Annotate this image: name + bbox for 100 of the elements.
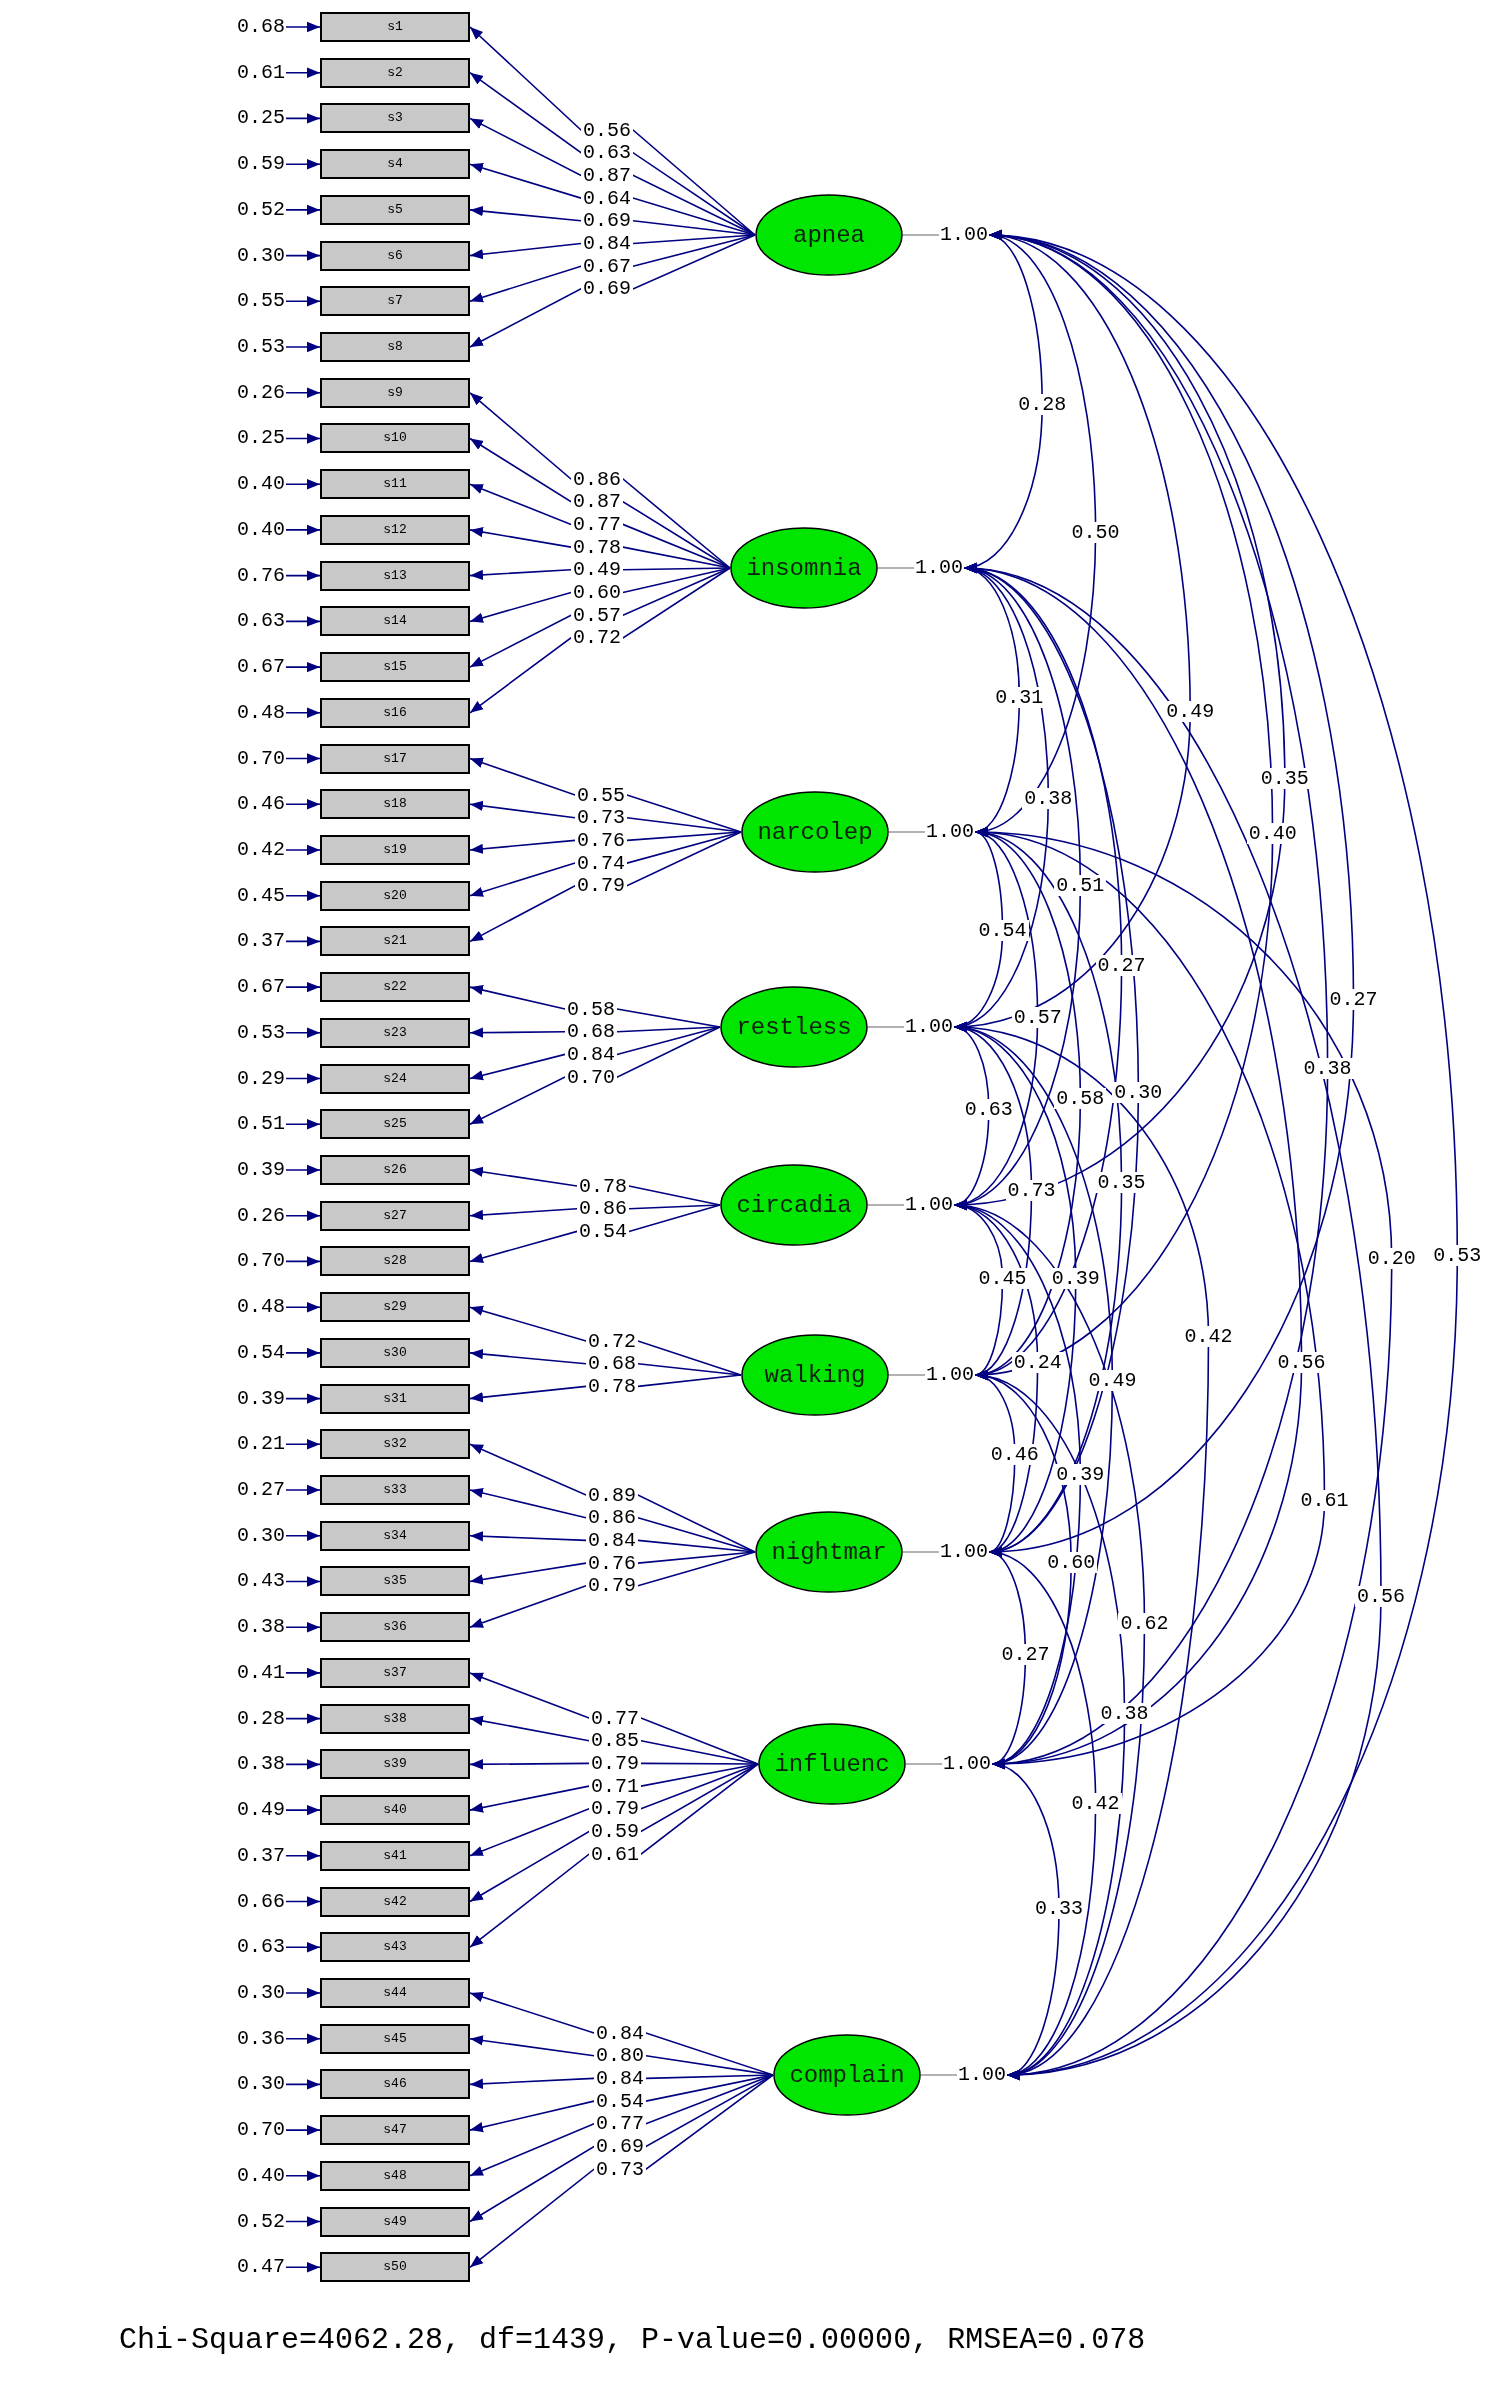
arrow (285, 799, 321, 810)
latent-variable-ellipse: circadia (720, 1164, 868, 1246)
error-variance-value: 0.59 (236, 152, 286, 177)
observed-variable-box: s23 (320, 1017, 470, 1048)
arrow (285, 1439, 321, 1450)
observed-variable-box: s32 (320, 1429, 470, 1460)
error-variance-value: 0.76 (236, 563, 286, 588)
arrow (285, 1210, 321, 1221)
arrow (285, 1302, 321, 1313)
variance-value: 1.00 (925, 820, 975, 844)
observed-variable-box: s34 (320, 1520, 470, 1551)
arrow (285, 2262, 321, 2273)
observed-variable-box: s48 (320, 2160, 470, 2191)
edge-label: 0.56 (1275, 1352, 1328, 1374)
caption: Chi-Square=4062.28, df=1439, P-value=0.00000, RMSEA=0.078 (119, 2322, 1146, 2358)
observed-variable-box: s25 (320, 1109, 470, 1140)
error-variance-value: 0.53 (236, 335, 286, 360)
arrow (285, 1256, 321, 1267)
observed-variable-box: s40 (320, 1795, 470, 1826)
observed-variable-box: s36 (320, 1612, 470, 1643)
error-variance-value: 0.68 (236, 15, 286, 39)
edge-label: 0.38 (1022, 787, 1075, 809)
edge-label: 0.40 (1246, 822, 1299, 844)
observed-variable-box: s6 (320, 240, 470, 271)
arrow (285, 250, 321, 261)
arrow (285, 524, 321, 536)
connector-line (902, 234, 940, 236)
arrow (285, 479, 321, 490)
error-variance-value: 0.43 (236, 1569, 286, 1594)
arrow (285, 1164, 321, 1176)
error-variance-value: 0.30 (236, 1980, 286, 2005)
observed-variable-box: s15 (320, 652, 470, 683)
observed-variable-box: s4 (320, 149, 470, 180)
error-variance-value: 0.52 (236, 197, 286, 222)
latent-variable-ellipse: walking (741, 1334, 889, 1416)
observed-variable-box: s29 (320, 1292, 470, 1323)
error-variance-value: 0.45 (236, 883, 286, 908)
observed-variable-box: s5 (320, 194, 470, 225)
arrow (285, 936, 321, 947)
edge-label: 0.50 (1069, 522, 1122, 544)
arrow (285, 981, 321, 993)
connector-line (867, 1204, 905, 1206)
edge-label: 0.51 (1054, 874, 1107, 896)
arrow (285, 2216, 321, 2227)
variance-value: 1.00 (957, 2063, 1007, 2087)
edge-label: 0.58 (1054, 1088, 1107, 1110)
connector-line (888, 1374, 926, 1376)
arrow (285, 1850, 321, 1861)
arrow (285, 1759, 321, 1770)
error-variance-value: 0.51 (236, 1112, 286, 1137)
arrow (285, 2124, 321, 2136)
variance-value: 1.00 (939, 223, 989, 247)
edge-label: 0.56 (1354, 1585, 1407, 1607)
observed-variable-box: s49 (320, 2206, 470, 2237)
error-variance-value: 0.38 (236, 1615, 286, 1640)
error-variance-value: 0.41 (236, 1660, 286, 1685)
error-variance-value: 0.48 (236, 1295, 286, 1320)
observed-variable-box: s2 (320, 57, 470, 88)
observed-variable-box: s45 (320, 2023, 470, 2054)
error-variance-value: 0.40 (236, 2163, 286, 2188)
arrow (285, 1896, 321, 1907)
error-variance-value: 0.38 (236, 1752, 286, 1777)
observed-variable-box: s13 (320, 560, 470, 591)
error-variance-value: 0.40 (236, 472, 286, 497)
arrow (285, 1530, 321, 1541)
error-variance-value: 0.53 (236, 1020, 286, 1045)
error-variance-value: 0.36 (236, 2026, 286, 2051)
observed-variable-box: s7 (320, 286, 470, 317)
error-variance-value: 0.25 (236, 106, 286, 131)
latent-variable-ellipse: influenc (758, 1723, 906, 1805)
latent-variable-ellipse: restless (720, 986, 868, 1068)
error-variance-value: 0.39 (236, 1386, 286, 1411)
observed-variable-box: s12 (320, 514, 470, 545)
observed-variable-box: s26 (320, 1155, 470, 1185)
arrow (285, 2079, 321, 2090)
arrow (285, 1027, 321, 1038)
arrow (285, 1804, 321, 1816)
variance-value: 1.00 (904, 1015, 954, 1039)
edge-label: 0.24 (1011, 1352, 1064, 1374)
arrow (285, 1073, 321, 1084)
error-variance-value: 0.49 (236, 1798, 286, 1823)
edge-label: 0.42 (1069, 1793, 1122, 1815)
edge-label: 0.38 (1301, 1057, 1354, 1079)
arrow (285, 433, 321, 444)
observed-variable-box: s38 (320, 1703, 470, 1734)
edge-label: 0.60 (1045, 1552, 1098, 1574)
observed-variable-box: s16 (320, 697, 470, 728)
error-variance-value: 0.28 (236, 1706, 286, 1731)
arrow (285, 661, 321, 673)
latent-variable-ellipse: complain (773, 2034, 921, 2116)
error-variance-value: 0.67 (236, 655, 286, 680)
arrow (285, 113, 321, 124)
variance-value: 1.00 (939, 1540, 989, 1564)
error-variance-value: 0.52 (236, 2209, 286, 2234)
edge-label: 0.61 (1298, 1489, 1351, 1511)
arrow (285, 616, 321, 627)
arrow (285, 2033, 321, 2044)
observed-variable-box: s39 (320, 1749, 470, 1780)
arrow (285, 1987, 321, 1999)
error-variance-value: 0.26 (236, 380, 286, 405)
